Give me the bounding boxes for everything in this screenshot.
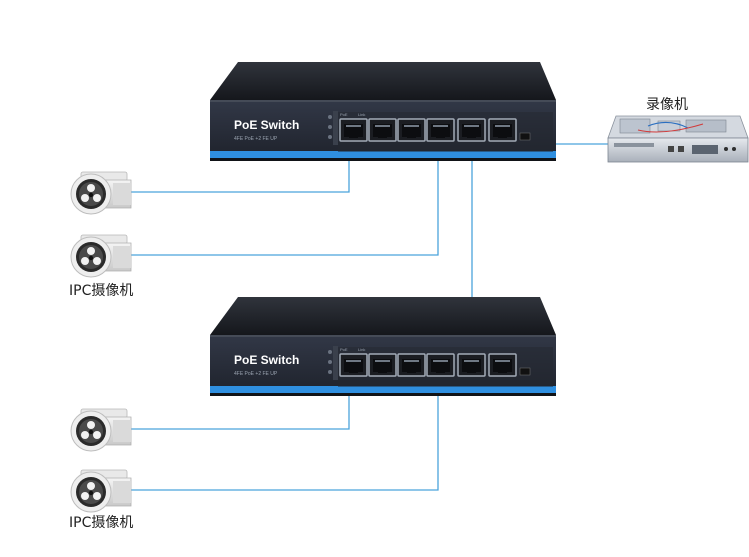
nvr-label: 录像机 [646, 97, 688, 113]
poe-label: PoE [340, 112, 348, 117]
link-label: Link [358, 347, 365, 352]
poe-label: PoE [340, 347, 348, 352]
cable-camera3-to-switch2 [125, 388, 350, 430]
camera-group-label: IPC摄像机 [69, 515, 133, 531]
link-label: Link [358, 112, 365, 117]
switch-title: PoE Switch [234, 353, 299, 367]
ipc-camera [70, 234, 132, 278]
ipc-camera [70, 469, 132, 513]
cables [125, 143, 612, 491]
switch-title: PoE Switch [234, 118, 299, 132]
switch-subtitle: 4FE PoE +2 FE UP [234, 136, 278, 142]
poe-switch-bottom: PoE Switch 4FE PoE +2 FE UP PoE Link [210, 297, 556, 396]
nvr-device [607, 115, 749, 163]
poe-switch-top: PoE Switch 4FE PoE +2 FE UP PoE Link [210, 62, 556, 161]
cable-camera1-to-switch1 [125, 150, 350, 193]
cable-camera2-to-switch1 [125, 150, 439, 256]
camera-group-label: IPC摄像机 [69, 283, 133, 299]
cable-camera4-to-switch2 [125, 388, 439, 491]
switch-subtitle: 4FE PoE +2 FE UP [234, 371, 278, 377]
ipc-camera [70, 408, 132, 452]
ipc-camera [70, 171, 132, 215]
